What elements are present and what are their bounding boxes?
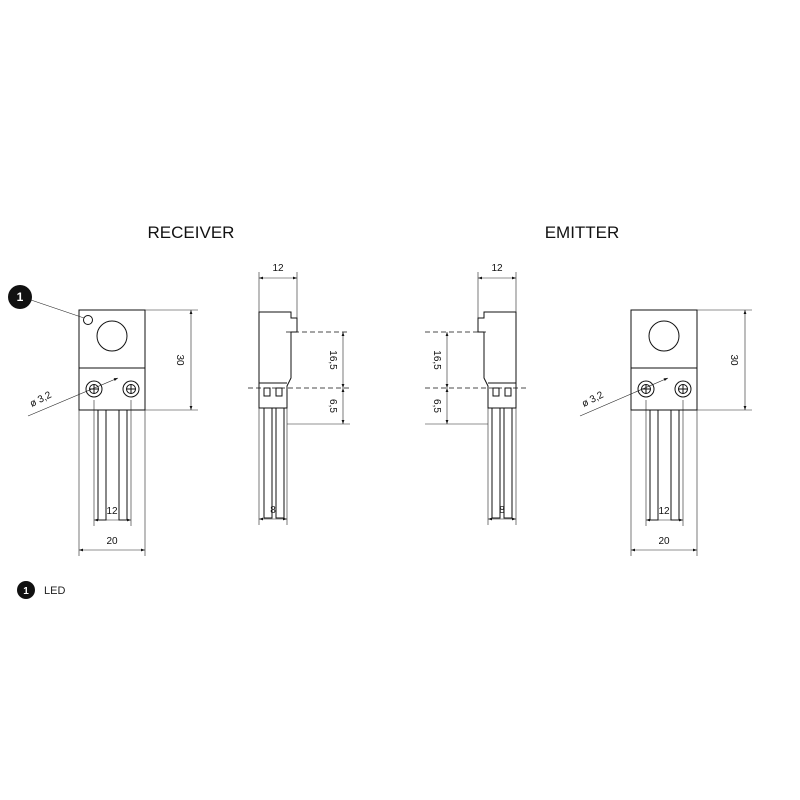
receiver-height-dim: 30 xyxy=(174,354,185,366)
emitter-height-dim: 30 xyxy=(728,354,739,366)
receiver-depth-dim: 12 xyxy=(272,263,284,274)
receiver-thickness-dim: 8 xyxy=(270,505,276,516)
emitter-title: EMITTER xyxy=(545,223,620,242)
emitter-lower-dim: 6,5 xyxy=(431,399,442,413)
emitter-upper-dim: 16,5 xyxy=(431,350,442,370)
legend: 1 LED xyxy=(17,581,65,599)
emitter-lens-circle xyxy=(648,320,680,352)
callout-number: 1 xyxy=(17,290,24,304)
emitter-mounting-hole-left xyxy=(637,380,655,398)
mounting-hole-right xyxy=(122,380,140,398)
receiver-pitch-dim: 12 xyxy=(106,506,118,517)
receiver-width-dim: 20 xyxy=(106,536,118,547)
emitter-width-dim: 20 xyxy=(658,536,670,547)
receiver-upper-dim: 16,5 xyxy=(327,350,338,370)
emitter-pitch-dim: 12 xyxy=(658,506,670,517)
receiver-front-view: 30 ø 3,2 12 20 xyxy=(27,309,198,556)
lens-circle xyxy=(96,320,128,352)
emitter-front-view: 30 ø 3,2 12 20 xyxy=(579,309,752,556)
mounting-hole-left xyxy=(85,380,103,398)
receiver-title: RECEIVER xyxy=(148,223,235,242)
emitter-mounting-hole-right xyxy=(674,380,692,398)
led-indicator xyxy=(83,315,93,325)
led-callout: 1 xyxy=(8,285,85,319)
emitter-depth-dim: 12 xyxy=(491,263,503,274)
legend-label: LED xyxy=(44,585,65,597)
emitter-thickness-dim: 8 xyxy=(499,505,505,516)
legend-number: 1 xyxy=(23,586,29,597)
receiver-lower-dim: 6,5 xyxy=(327,399,338,413)
emitter-side-view: 12 16,5 6,5 8 xyxy=(425,263,527,525)
receiver-side-view: 12 16,5 6,5 8 xyxy=(248,263,350,525)
